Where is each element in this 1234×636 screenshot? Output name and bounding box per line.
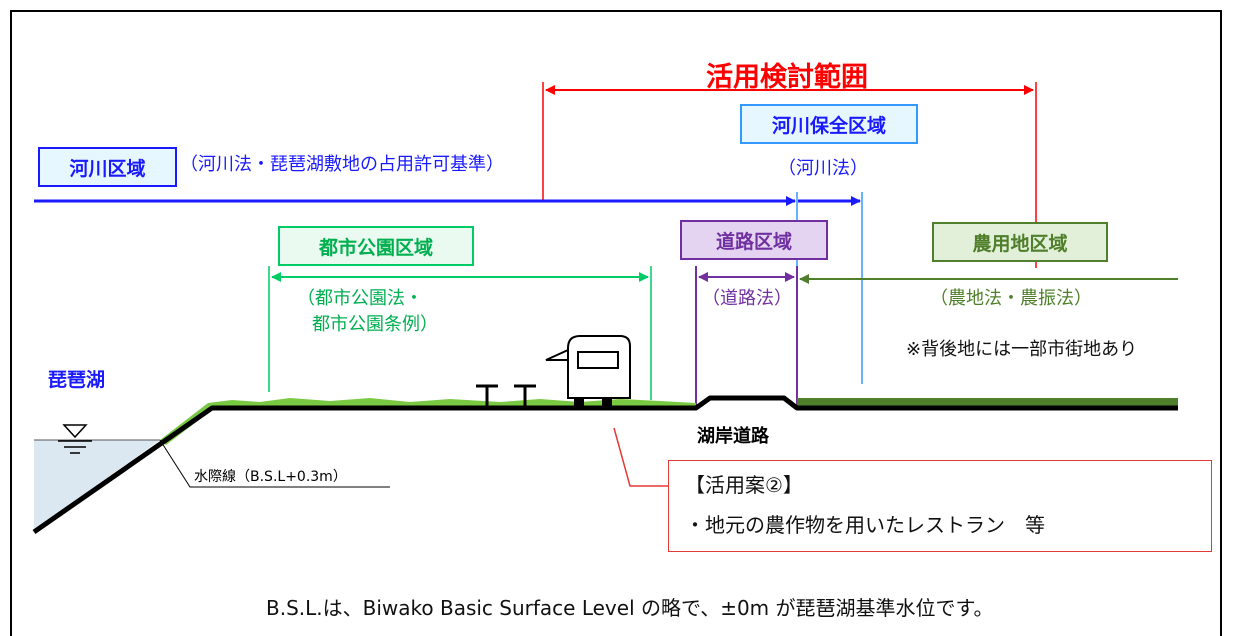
scope-title: 活用検討範囲 xyxy=(706,62,868,93)
proposal-title: 【活用案②】 xyxy=(685,473,803,497)
conservation-zone-law: （河川法） xyxy=(778,158,868,179)
farm-zone-box: 農用地区域 xyxy=(932,222,1108,262)
river-zone-box: 河川区域 xyxy=(38,147,177,187)
food-truck-icon xyxy=(545,335,631,406)
proposal-leader xyxy=(613,427,668,487)
road-zone-label: 道路区域 xyxy=(715,230,792,253)
lake-label: 琵琶湖 xyxy=(48,369,106,391)
conservation-zone-box: 河川保全区域 xyxy=(740,104,918,144)
footnote: B.S.L.は、Biwako Basic Surface Level の略で、±… xyxy=(266,596,994,620)
farm-zone-law: （農地法・農振法） xyxy=(930,288,1092,309)
river-zone-law: （河川法・琵琶湖敷地の占用許可基準） xyxy=(180,154,504,175)
farm-zone-label: 農用地区域 xyxy=(972,232,1068,255)
park-zone-box: 都市公園区域 xyxy=(278,226,474,266)
park-zone-law-line1: （都市公園法・ xyxy=(297,288,423,309)
proposal-item: ・地元の農作物を用いたレストラン 等 xyxy=(685,513,1045,537)
road-zone-box: 道路区域 xyxy=(680,220,828,260)
lakeshore-road-label: 湖岸道路 xyxy=(697,426,769,447)
waterline-label: 水際線（B.S.L+0.3m） xyxy=(194,469,347,485)
ground-profile xyxy=(32,395,1178,535)
farmland-surface xyxy=(797,398,1178,406)
park-zone-law-line2: 都市公園条例） xyxy=(312,314,438,335)
hinterland-note: ※背後地には一部市街地あり xyxy=(906,339,1138,360)
road-zone-law: （道路法） xyxy=(702,288,792,309)
bench-icon xyxy=(476,384,536,406)
proposal-box: 【活用案②】 ・地元の農作物を用いたレストラン 等 xyxy=(668,460,1212,552)
conservation-zone-label: 河川保全区域 xyxy=(771,114,886,137)
waterline-leader xyxy=(159,439,390,488)
park-zone-label: 都市公園区域 xyxy=(318,236,433,259)
grass-strip xyxy=(160,398,696,445)
water-level-icon xyxy=(58,424,92,454)
river-zone-label: 河川区域 xyxy=(69,157,146,180)
